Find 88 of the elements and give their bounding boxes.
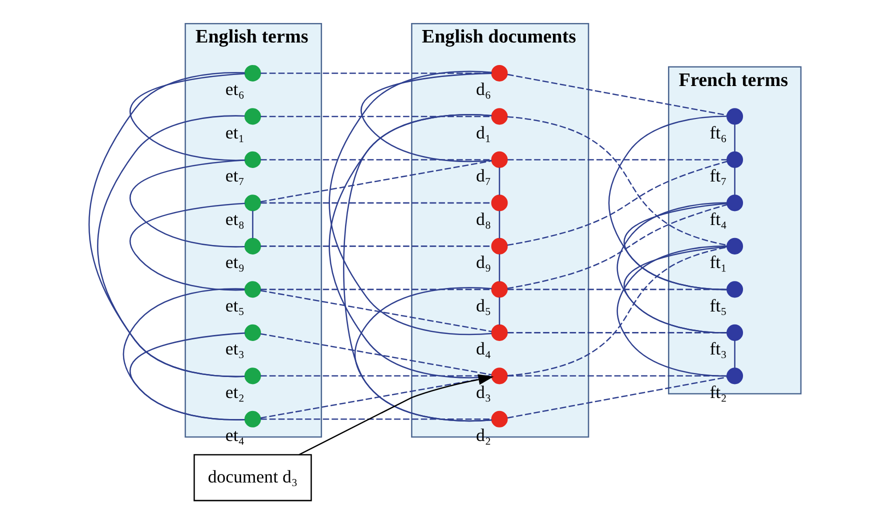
connector: [129, 202, 245, 291]
node-circle: [726, 108, 743, 125]
node-circle: [726, 324, 743, 341]
connector: [129, 332, 245, 420]
connector: [260, 160, 492, 202]
connector: [506, 204, 727, 290]
connector: [252, 210, 253, 238]
connector: [260, 376, 492, 419]
connector: [498, 210, 500, 238]
node-label: d₁: [476, 122, 491, 142]
node-circle: [726, 238, 743, 254]
connector: [129, 159, 245, 248]
node-label: et₂: [224, 382, 244, 402]
connector: [260, 116, 492, 118]
connector: [498, 167, 500, 196]
node-circle: [490, 64, 508, 82]
connector: [608, 116, 726, 290]
node-circle: [244, 410, 260, 428]
connector: [129, 72, 245, 161]
connector: [260, 288, 492, 290]
arrow: [298, 374, 494, 456]
node-label: ft₁: [709, 252, 726, 272]
node-label: d₉: [476, 252, 491, 272]
connector: [734, 124, 735, 152]
connector: [734, 340, 735, 368]
node-label: et₇: [224, 166, 244, 186]
node-label: ft₄: [709, 208, 726, 229]
connector: [498, 297, 500, 325]
connector: [328, 70, 492, 336]
connector: [342, 114, 492, 422]
node-circle: [726, 194, 743, 212]
connector: [260, 375, 492, 377]
node-label: d₃: [476, 382, 491, 402]
connector: [506, 246, 727, 376]
connector: [616, 245, 726, 377]
node-box: document d₃: [193, 454, 312, 502]
node-label: et₃: [224, 338, 244, 359]
connector: [506, 74, 727, 116]
connector: [122, 288, 244, 420]
node-circle: [244, 368, 260, 384]
connector: [506, 116, 727, 246]
connector: [506, 160, 727, 246]
node-circle: [244, 194, 260, 212]
node-label: et₈: [224, 208, 244, 229]
node-label: d₆: [476, 79, 491, 100]
node-label: ft₅: [709, 295, 726, 316]
node-circle: [244, 108, 260, 125]
node-circle: [490, 108, 508, 125]
node-circle: [244, 324, 260, 341]
node-label: ft₃: [709, 338, 726, 359]
node-circle: [490, 151, 508, 168]
node-circle: [726, 281, 743, 298]
connector: [506, 159, 726, 160]
node-circle: [490, 238, 508, 254]
connector: [260, 290, 492, 332]
node-label: et₁: [224, 122, 244, 142]
node-label: et₆: [224, 79, 244, 100]
node-circle: [244, 238, 260, 254]
node-circle: [490, 281, 508, 298]
connector: [260, 202, 492, 204]
node-label: d₄: [476, 338, 491, 359]
connector: [616, 202, 726, 334]
node-circle: [726, 368, 743, 384]
node-circle: [244, 281, 260, 298]
connector: [506, 376, 727, 419]
node-circle: [726, 151, 743, 168]
connector: [360, 72, 492, 162]
node-label: d₇: [476, 166, 491, 186]
node-label: ft₇: [709, 166, 726, 186]
node-circle: [490, 194, 508, 212]
connector: [734, 167, 735, 196]
node-label: ft₆: [709, 122, 726, 142]
node-circle: [490, 324, 508, 341]
connector: [260, 333, 492, 376]
connector: [88, 72, 244, 378]
connector: [498, 254, 500, 282]
node-circle: [490, 410, 508, 428]
node-label: et₉: [224, 252, 244, 272]
node-label: et₅: [224, 295, 244, 316]
connector: [354, 287, 492, 422]
connector: [260, 246, 492, 247]
connector: [260, 418, 492, 420]
connector: [260, 159, 492, 160]
node-label: d₈: [476, 208, 491, 229]
node-circle: [244, 64, 260, 82]
node-circle: [490, 368, 508, 384]
node-circle: [244, 151, 260, 168]
node-label: d₅: [476, 295, 491, 316]
